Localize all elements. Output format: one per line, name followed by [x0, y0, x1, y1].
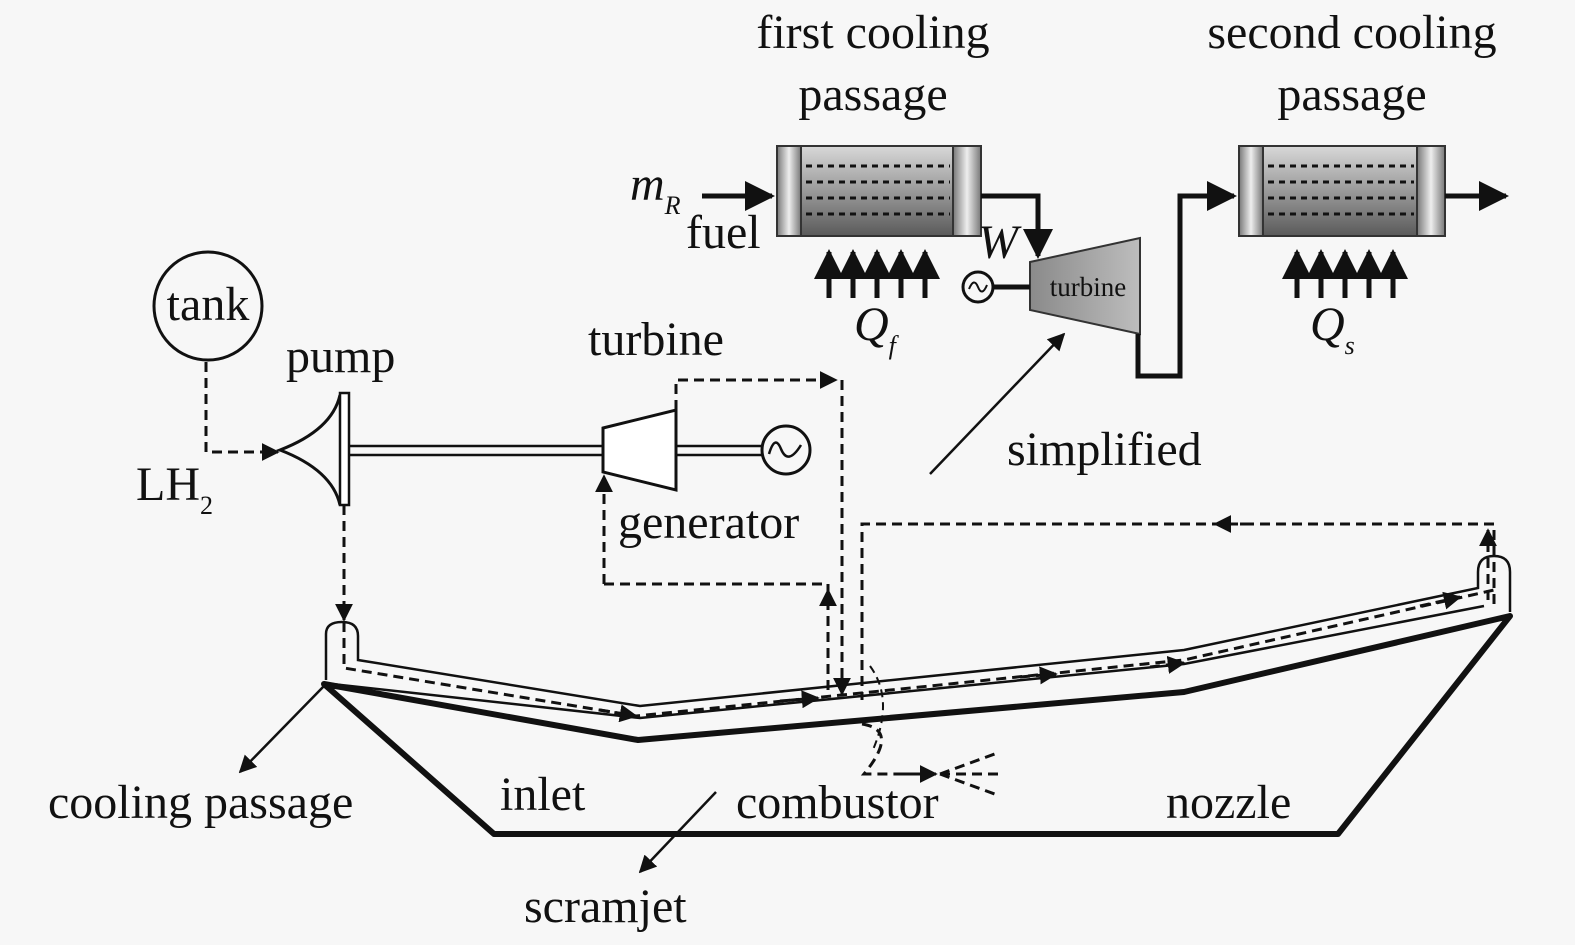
first-cooling-label-line1: first cooling — [756, 6, 989, 59]
fuel-label: fuel — [686, 206, 761, 259]
tank-icon — [152, 250, 264, 362]
cooling-passage-outer-wall — [324, 554, 1512, 708]
scramjet-body — [321, 613, 1513, 837]
cooling-flow-line — [342, 588, 1496, 718]
pipe-turbine-to-hx2 — [1135, 181, 1237, 379]
pump-label: pump — [286, 330, 395, 383]
first-heat-exchanger — [776, 145, 982, 237]
nozzle-label: nozzle — [1166, 776, 1291, 829]
line-tank-to-pump — [204, 362, 280, 461]
pipe-hx1-to-turbine — [981, 193, 1053, 259]
pump-icon — [275, 394, 342, 506]
flow-arrows — [599, 591, 1462, 723]
pump-housing — [338, 391, 351, 507]
w-symbol: W — [978, 216, 1022, 269]
scramjet-pointer — [638, 791, 717, 874]
simplified-pointer-arrow — [929, 332, 1066, 475]
simplified-turbine-label: turbine — [1050, 272, 1126, 302]
line-turbine-exhaust — [674, 371, 838, 410]
heat-flux-qf-arrows — [814, 249, 940, 298]
generator-sine-icon — [767, 441, 803, 458]
lh2-label: LH2 — [136, 458, 213, 520]
second-cooling-label-line1: second cooling — [1207, 6, 1496, 59]
generator-label: generator — [618, 496, 799, 549]
full-system: tank LH2 pump turbine generator — [48, 250, 1513, 933]
q-s-symbol: Qs — [1310, 298, 1355, 360]
combustor-boundary — [869, 665, 884, 753]
turbine-label: turbine — [588, 313, 724, 366]
tank-label: tank — [167, 278, 250, 331]
simplified-generator-icon — [961, 270, 995, 304]
second-heat-exchanger — [1238, 145, 1446, 237]
generator-icon — [760, 424, 812, 476]
simplified-label: simplified — [1007, 423, 1202, 476]
sine-icon — [968, 281, 988, 293]
first-cooling-label-line2: passage — [798, 68, 947, 121]
m-r-symbol: mR — [630, 158, 681, 220]
inlet-label: inlet — [500, 768, 586, 821]
heat-flux-qs-arrows — [1282, 249, 1408, 298]
cooling-passage-pointer — [238, 685, 325, 774]
line-passage-to-turbine — [604, 582, 830, 690]
fuel-injector-spray — [939, 750, 1004, 798]
cooling-passage-label: cooling passage — [48, 776, 353, 829]
line-return-to-combustor — [860, 522, 1496, 776]
scramjet-label: scramjet — [524, 880, 687, 933]
combustor-label: combustor — [736, 776, 939, 829]
q-f-symbol: Qf — [854, 298, 900, 360]
cooling-passage-inner-wall — [331, 604, 1485, 720]
simplified-system: first cooling passage second cooling pas… — [630, 6, 1509, 476]
second-cooling-label-line2: passage — [1277, 68, 1426, 121]
turbine-icon — [601, 408, 678, 492]
